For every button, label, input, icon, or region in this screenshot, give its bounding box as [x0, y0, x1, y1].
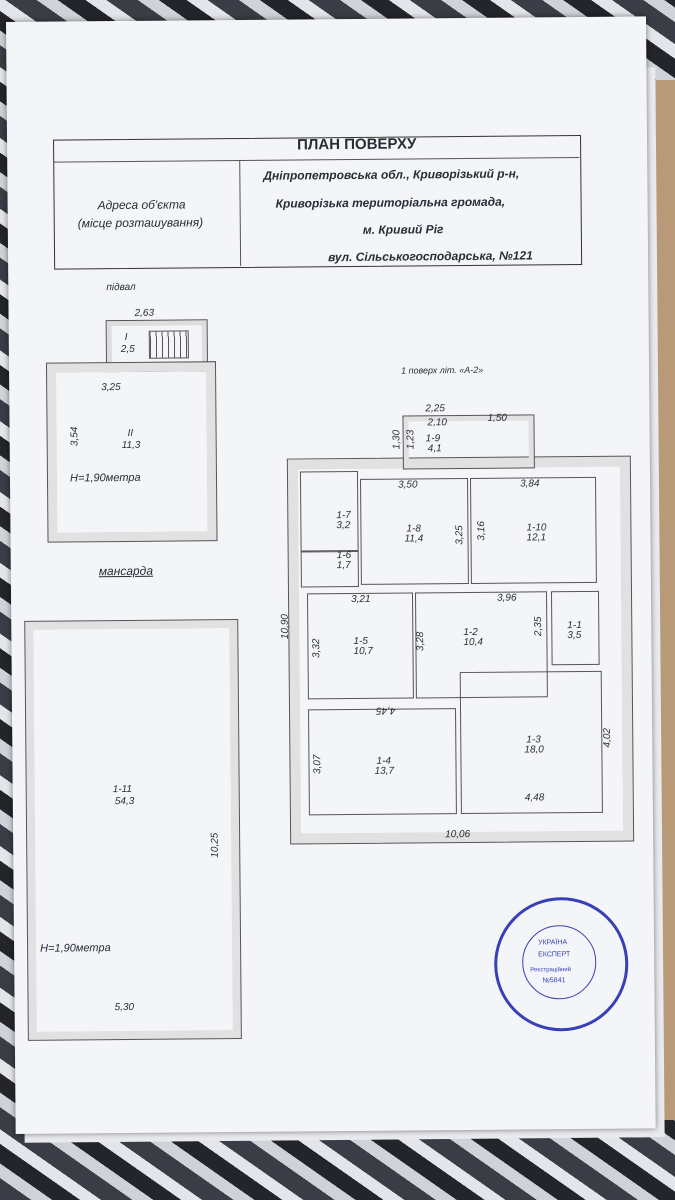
- attic-label: мансарда: [98, 563, 154, 579]
- dim-332: 3,32: [311, 638, 323, 659]
- room-1-10-area: 12,1: [526, 532, 547, 544]
- dim-235: 2,35: [532, 616, 545, 637]
- room-1-9-porch: [402, 414, 535, 470]
- address-line-1: Дніпропетровська обл., Криворізький р-н,: [263, 166, 520, 183]
- attic-dim-side: 10,25: [209, 832, 221, 858]
- stamp-text-4: №5841: [542, 977, 566, 985]
- basement-room2-area: 11,3: [121, 439, 141, 452]
- dim-porch-w3: 1,50: [487, 412, 507, 424]
- dim-328: 3,28: [415, 631, 427, 652]
- basement-room1-area: 2,5: [120, 343, 135, 356]
- room-1-9-area: 4,1: [427, 443, 442, 455]
- stamp-text-3: Реєстраційний: [530, 967, 572, 974]
- basement-dim-width: 3,25: [101, 382, 121, 394]
- dim-396: 3,96: [496, 592, 517, 604]
- attic-room: [24, 619, 242, 1041]
- room-1-5-area: 10,7: [353, 645, 374, 657]
- dim-porch-w2: 2,10: [427, 417, 448, 429]
- dim-445: 4,45: [375, 704, 396, 716]
- attic-room-area: 54,3: [114, 795, 135, 808]
- room-1-3-area: 18,0: [524, 744, 544, 756]
- address-sublabel: (місце розташування): [77, 215, 204, 231]
- address-label: Адреса об'єкта: [97, 197, 186, 213]
- address-line-2: Криворізька територіальна громада,: [275, 194, 506, 211]
- basement-label: підвал: [106, 281, 136, 294]
- attic-dim-width: 5,30: [114, 1001, 135, 1014]
- dim-307: 3,07: [312, 754, 324, 775]
- room-1-7-area: 3,2: [336, 520, 351, 532]
- dim-350: 3,50: [398, 479, 418, 491]
- expert-stamp-inner: [521, 924, 597, 1000]
- dim-325: 3,25: [454, 525, 466, 545]
- basement-dim-top: 2,63: [134, 307, 155, 319]
- basement-dim-side: 3,54: [69, 426, 81, 447]
- address-line-4: вул. Сільськогосподарська, №121: [328, 248, 533, 265]
- dim-porch-w1: 2,25: [425, 403, 445, 415]
- room-1-2-area: 10,4: [463, 636, 483, 649]
- floor-plan-sheet: ПЛАН ПОВЕРХУ Адреса об'єкта (місце розта…: [6, 16, 656, 1134]
- dim-448: 4,48: [524, 792, 545, 804]
- room-1-1-area: 3,5: [567, 630, 582, 642]
- room-1-8-area: 11,4: [404, 533, 424, 545]
- basement-main-room: [45, 361, 218, 543]
- dim-321: 3,21: [351, 593, 371, 606]
- basement-stairs: [148, 330, 189, 359]
- attic-height: Н=1,90метра: [40, 942, 111, 955]
- dim-316: 3,16: [476, 521, 488, 541]
- basement-room2-no: II: [127, 427, 134, 439]
- dim-384: 3,84: [520, 478, 540, 490]
- dim-porch-h1: 1,30: [391, 429, 403, 450]
- dim-402: 4,02: [601, 727, 614, 748]
- room-1-6-area: 1,7: [336, 560, 351, 572]
- floor1-label: 1 поверх літ. «А-2»: [401, 364, 484, 376]
- dim-porch-h2: 1,23: [405, 429, 417, 450]
- dim-1006: 10,06: [445, 828, 471, 841]
- stamp-text-2: ЕКСПЕРТ: [538, 951, 571, 959]
- room-1-4-area: 13,7: [374, 765, 395, 777]
- dim-1090: 10,90: [279, 614, 291, 640]
- attic-room-no: 1-11: [112, 783, 133, 796]
- basement-room1-no: I: [124, 331, 128, 343]
- basement-height: Н=1,90метра: [69, 471, 141, 485]
- stamp-text-1: УКРАЇНА: [538, 939, 568, 947]
- address-line-3: м. Кривий Ріг: [362, 222, 444, 237]
